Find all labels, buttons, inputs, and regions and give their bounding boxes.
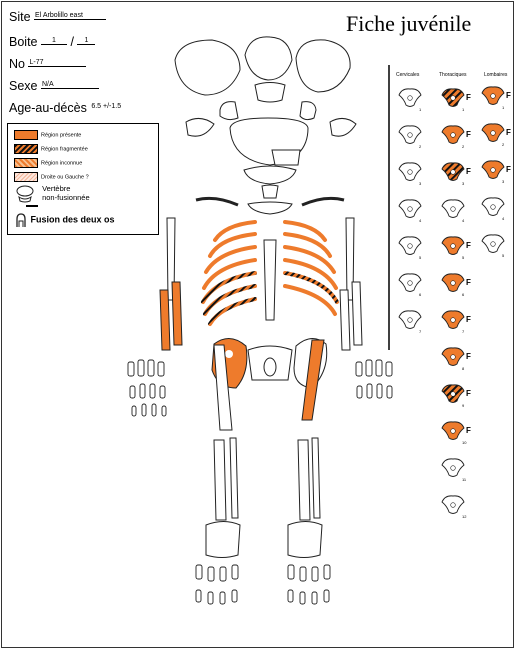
no-label: No bbox=[9, 57, 25, 71]
boite-field: Boite 1 / 1 bbox=[9, 35, 95, 49]
sexe-label: Sexe bbox=[9, 79, 38, 93]
site-field: Site El Arbolillo east bbox=[9, 10, 106, 24]
age-label: Age-au-décès bbox=[9, 101, 87, 115]
no-value: L-77 bbox=[28, 59, 86, 67]
boite-total: 1 bbox=[77, 37, 95, 45]
left-right-swatch bbox=[14, 172, 38, 182]
unfused-label-1: Vertèbre bbox=[42, 184, 70, 193]
boite-separator: / bbox=[70, 35, 73, 49]
age-field: Age-au-décès 6.5 +/-1.5 bbox=[9, 101, 122, 115]
unknown-swatch bbox=[14, 158, 38, 168]
fragmented-swatch bbox=[14, 144, 38, 154]
legend-unfused: Vertèbre non-fusionnée bbox=[14, 184, 90, 208]
fusion-icon bbox=[14, 212, 28, 228]
boite-value: 1 bbox=[41, 37, 67, 45]
no-field: No L-77 bbox=[9, 57, 86, 71]
legend-unknown: Région inconnue bbox=[14, 158, 82, 168]
legend-present: Région présente bbox=[14, 130, 81, 140]
legend-box: Région présente Région fragmentée Région… bbox=[7, 123, 159, 235]
site-label: Site bbox=[9, 10, 31, 24]
legend-fragmented: Région fragmentée bbox=[14, 144, 88, 154]
site-value: El Arbolillo east bbox=[34, 12, 106, 20]
age-value: 6.5 +/-1.5 bbox=[90, 103, 122, 110]
sexe-value: N/A bbox=[41, 81, 99, 89]
legend-left-right: Droite ou Gauche ? bbox=[14, 172, 89, 182]
unfused-vertebra-icon bbox=[14, 184, 40, 208]
boite-label: Boite bbox=[9, 35, 38, 49]
present-swatch bbox=[14, 130, 38, 140]
unfused-label-2: non-fusionnée bbox=[42, 193, 90, 202]
sexe-field: Sexe N/A bbox=[9, 79, 99, 93]
page-title: Fiche juvénile bbox=[346, 11, 471, 37]
legend-fusion: Fusion des deux os bbox=[14, 212, 115, 228]
